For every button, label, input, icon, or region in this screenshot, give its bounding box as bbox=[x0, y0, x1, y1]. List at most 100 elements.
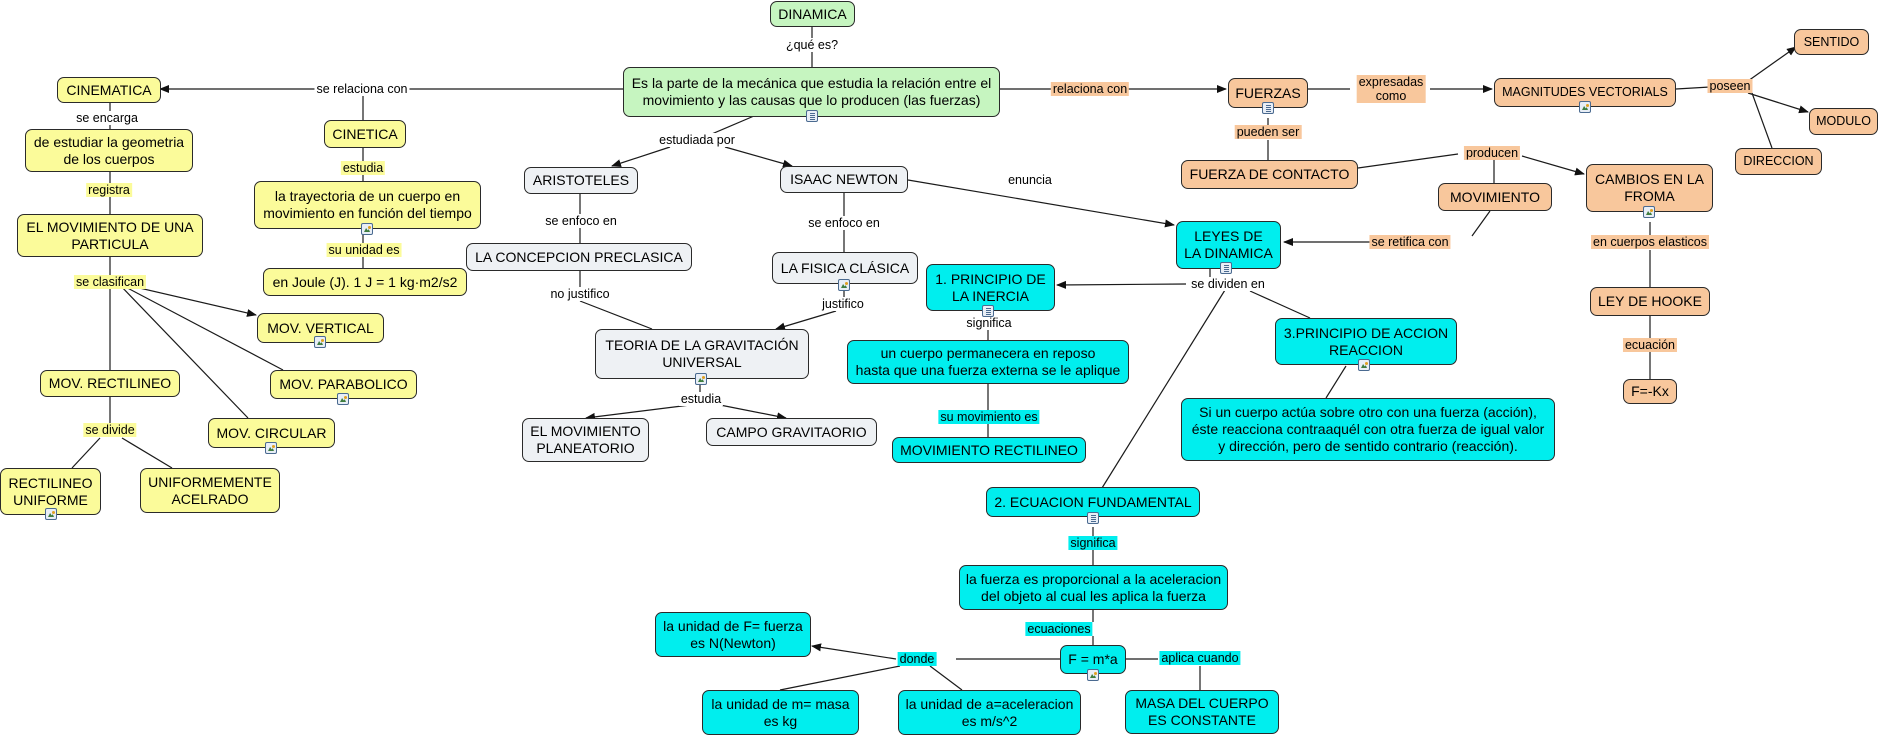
link-label: poseen bbox=[1707, 79, 1753, 93]
node-unidad-a[interactable]: la unidad de a=aceleracion es m/s^2 bbox=[898, 690, 1081, 735]
node-cinetica[interactable]: CINETICA bbox=[324, 120, 406, 148]
node-masa-const[interactable]: MASA DEL CUERPO ES CONSTANTE bbox=[1125, 690, 1279, 734]
node-modulo[interactable]: MODULO bbox=[1809, 108, 1878, 135]
node-direccion[interactable]: DIRECCION bbox=[1735, 148, 1822, 175]
link-label: se enfoco en bbox=[543, 214, 619, 228]
node-geometria[interactable]: de estudiar la geometria de los cuerpos bbox=[25, 129, 193, 172]
link-label: producen bbox=[1463, 146, 1521, 160]
image-icon[interactable] bbox=[361, 223, 373, 235]
node-inercia-def-text: un cuerpo permanecera en reposo hasta qu… bbox=[855, 345, 1121, 378]
node-preclasica-text: LA CONCEPCION PRECLASICA bbox=[475, 248, 683, 265]
connector bbox=[1521, 155, 1585, 176]
image-icon[interactable] bbox=[1358, 359, 1370, 371]
connector bbox=[1747, 92, 1809, 114]
node-cambios[interactable]: CAMBIOS EN LA FROMA bbox=[1586, 164, 1713, 212]
document-icon[interactable] bbox=[1262, 102, 1274, 114]
node-sentido[interactable]: SENTIDO bbox=[1794, 29, 1869, 55]
connector bbox=[1056, 280, 1187, 289]
document-icon[interactable] bbox=[1220, 262, 1232, 274]
node-mov-particula[interactable]: EL MOVIMIENTO DE UNA PARTICULA bbox=[17, 214, 203, 257]
node-mov-vertical-text: MOV. VERTICAL bbox=[267, 319, 374, 336]
node-leyes-text: LEYES DE LA DINAMICA bbox=[1184, 228, 1273, 261]
connector bbox=[121, 437, 173, 469]
node-inercia-text: 1. PRINCIPIO DE LA INERCIA bbox=[935, 270, 1046, 304]
node-fisica-clasica[interactable]: LA FISICA CLÁSICA bbox=[772, 252, 918, 284]
node-inercia[interactable]: 1. PRINCIPIO DE LA INERCIA bbox=[926, 264, 1055, 311]
node-unif-acelerado[interactable]: UNIFORMEMENTE ACELRADO bbox=[140, 468, 280, 513]
link-label: significa bbox=[964, 316, 1014, 330]
node-fuerza-prop[interactable]: la fuerza es proporcional a la aceleraci… bbox=[959, 565, 1228, 610]
node-modulo-text: MODULO bbox=[1816, 114, 1871, 128]
node-mov-rect-cyan-text: MOVIMIENTO RECTILINEO bbox=[900, 441, 1078, 458]
node-gravitacion[interactable]: TEORIA DE LA GRAVITACIÓN UNIVERSAL bbox=[595, 329, 809, 379]
node-accion[interactable]: 3.PRINCIPIO DE ACCION REACCION bbox=[1275, 318, 1457, 365]
node-aristoteles[interactable]: ARISTOTELES bbox=[524, 167, 638, 194]
image-icon[interactable] bbox=[695, 373, 707, 385]
node-cinematica[interactable]: CINEMATICA bbox=[57, 77, 161, 103]
connector bbox=[1325, 365, 1347, 399]
node-fkx[interactable]: F=-Kx bbox=[1623, 379, 1677, 404]
link-label: se retifica con bbox=[1369, 235, 1451, 249]
image-icon[interactable] bbox=[45, 508, 57, 520]
connector bbox=[579, 300, 653, 330]
node-fuerzas-text: FUERZAS bbox=[1235, 84, 1301, 101]
node-ecuacion[interactable]: 2. ECUACION FUNDAMENTAL bbox=[986, 487, 1200, 517]
image-icon[interactable] bbox=[314, 336, 326, 348]
image-icon[interactable] bbox=[337, 393, 349, 405]
node-accion-def[interactable]: Si un cuerpo actúa sobre otro con una fu… bbox=[1181, 398, 1555, 461]
node-rect-uniforme[interactable]: RECTILINEO UNIFORME bbox=[0, 468, 101, 515]
image-icon[interactable] bbox=[1579, 101, 1591, 113]
node-campo[interactable]: CAMPO GRAVITAORIO bbox=[706, 418, 877, 446]
link-label: en cuerpos elasticos bbox=[1591, 235, 1709, 249]
node-magnitudes-text: MAGNITUDES VECTORIALS bbox=[1502, 85, 1668, 99]
image-icon[interactable] bbox=[265, 442, 277, 454]
node-planetario[interactable]: EL MOVIMIENTO PLANEATORIO bbox=[522, 418, 649, 462]
node-fuerza-contacto-text: FUERZA DE CONTACTO bbox=[1189, 166, 1350, 182]
link-label: ¿qué es? bbox=[783, 38, 841, 52]
document-icon[interactable] bbox=[806, 110, 818, 122]
link-label: enuncia bbox=[1006, 173, 1054, 187]
node-leyes[interactable]: LEYES DE LA DINAMICA bbox=[1176, 221, 1281, 269]
image-icon[interactable] bbox=[1087, 669, 1099, 681]
node-mov-rectilineo[interactable]: MOV. RECTILINEO bbox=[40, 370, 180, 397]
node-direccion-text: DIRECCION bbox=[1743, 154, 1814, 168]
node-mov-circular[interactable]: MOV. CIRCULAR bbox=[208, 418, 335, 448]
node-mov-rect-cyan[interactable]: MOVIMIENTO RECTILINEO bbox=[892, 437, 1086, 463]
node-fuerza-contacto[interactable]: FUERZA DE CONTACTO bbox=[1181, 160, 1358, 189]
connector bbox=[117, 282, 284, 371]
node-joule[interactable]: en Joule (J). 1 J = 1 kg·m2/s2 bbox=[263, 268, 467, 296]
node-fma-text: F = m*a bbox=[1068, 651, 1118, 667]
node-trayectoria[interactable]: la trayectoria de un cuerpo en movimient… bbox=[254, 181, 481, 229]
node-newton[interactable]: ISAAC NEWTON bbox=[780, 166, 908, 193]
node-hooke[interactable]: LEY DE HOOKE bbox=[1590, 287, 1710, 316]
link-label: justifico bbox=[820, 297, 866, 311]
node-rect-uniforme-text: RECTILINEO UNIFORME bbox=[8, 474, 93, 508]
node-gravitacion-text: TEORIA DE LA GRAVITACIÓN UNIVERSAL bbox=[605, 337, 799, 370]
link-label: su unidad es bbox=[326, 243, 402, 257]
node-dinamica[interactable]: DINAMICA bbox=[770, 1, 855, 27]
document-icon[interactable] bbox=[1087, 512, 1099, 524]
connector bbox=[1751, 92, 1773, 149]
node-movimiento-text: MOVIMIENTO bbox=[1450, 188, 1540, 205]
connector bbox=[1101, 289, 1226, 489]
node-inercia-def[interactable]: un cuerpo permanecera en reposo hasta qu… bbox=[847, 340, 1129, 384]
node-planetario-text: EL MOVIMIENTO PLANEATORIO bbox=[530, 423, 641, 456]
node-unidad-m[interactable]: la unidad de m= masa es kg bbox=[702, 690, 859, 735]
node-unidad-f-text: la unidad de F= fuerza es N(Newton) bbox=[663, 617, 803, 651]
node-mov-circular-text: MOV. CIRCULAR bbox=[216, 424, 327, 441]
node-accion-def-text: Si un cuerpo actúa sobre otro con una fu… bbox=[1191, 404, 1545, 454]
node-unidad-f[interactable]: la unidad de F= fuerza es N(Newton) bbox=[655, 612, 811, 657]
node-mov-particula-text: EL MOVIMIENTO DE UNA PARTICULA bbox=[26, 218, 194, 252]
node-definicion[interactable]: Es la parte de la mecánica que estudia l… bbox=[623, 67, 1000, 117]
node-fkx-text: F=-Kx bbox=[1631, 383, 1669, 399]
node-preclasica[interactable]: LA CONCEPCION PRECLASICA bbox=[466, 243, 692, 271]
document-icon[interactable] bbox=[982, 305, 994, 317]
image-icon[interactable] bbox=[838, 279, 850, 291]
node-movimiento[interactable]: MOVIMIENTO bbox=[1438, 183, 1552, 211]
node-dinamica-text: DINAMICA bbox=[778, 5, 847, 22]
node-cinetica-text: CINETICA bbox=[332, 125, 398, 142]
link-label: se dividen en bbox=[1189, 277, 1267, 291]
connector bbox=[1249, 290, 1311, 319]
connector bbox=[71, 437, 101, 469]
image-icon[interactable] bbox=[1643, 206, 1655, 218]
